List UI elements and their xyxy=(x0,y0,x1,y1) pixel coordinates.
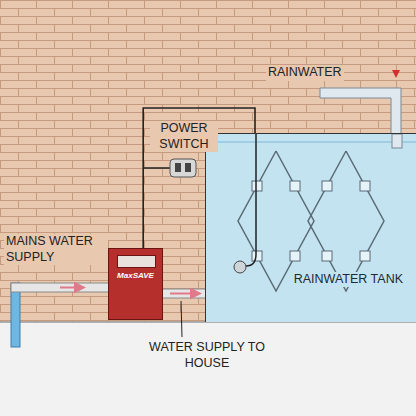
rainwater-pipe xyxy=(392,134,402,148)
frame-clip xyxy=(322,251,332,261)
tank-module-frame xyxy=(308,151,384,291)
pipe-label: MAINS WATER SUPPLY xyxy=(4,234,108,265)
pipe-label: WATER SUPPLY TO HOUSE xyxy=(133,340,281,371)
frame-clip xyxy=(252,181,262,191)
frame-clip xyxy=(290,181,300,191)
flow-arrow xyxy=(60,287,80,289)
suction-hose xyxy=(246,134,256,266)
power-wire xyxy=(143,167,170,169)
ground xyxy=(0,322,416,416)
brand-label: MaxSAVE xyxy=(109,271,162,281)
pipe-label: RAINWATER xyxy=(266,65,344,81)
rainwater-tank: RAINWATER TANK xyxy=(205,133,416,322)
tank-frame xyxy=(206,134,416,323)
frame-clip xyxy=(290,251,300,261)
float-filter xyxy=(234,261,246,273)
control-panel xyxy=(117,255,156,268)
tank-label: RAINWATER TANK xyxy=(291,272,406,287)
flow-arrow xyxy=(170,293,196,295)
water-level xyxy=(206,142,416,143)
tank-module-frame xyxy=(238,151,314,291)
frame-clip xyxy=(360,181,370,191)
pump-unit: MaxSAVE xyxy=(108,248,163,320)
mains-riser-pipe xyxy=(11,283,20,347)
frame-clip xyxy=(360,251,370,261)
rainwater-pipe xyxy=(320,88,401,134)
house-supply-pipe xyxy=(162,289,206,298)
mains-pipe xyxy=(11,283,109,292)
rain-arrow xyxy=(392,70,400,78)
power-switch-icon xyxy=(170,159,196,177)
frame-clip xyxy=(322,181,332,191)
brick-wall xyxy=(0,0,416,322)
leader-line xyxy=(181,301,182,337)
frame-clip xyxy=(252,251,262,261)
component-label: POWER SWITCH xyxy=(150,121,218,152)
